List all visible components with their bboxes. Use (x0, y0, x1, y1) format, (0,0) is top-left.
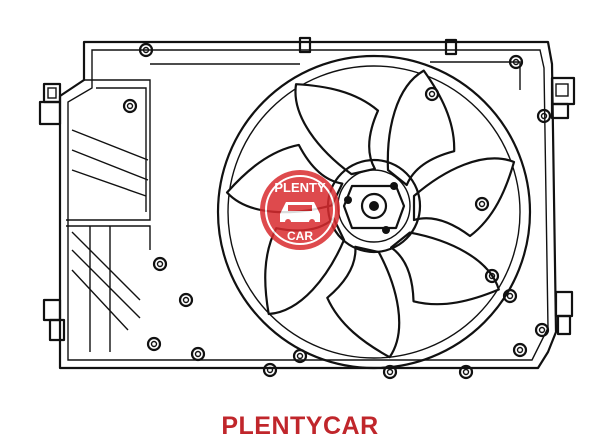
fan-blade (386, 69, 456, 187)
fan-blade (294, 83, 380, 176)
left-mounting-lug (38, 82, 66, 342)
bolt-boss (458, 364, 474, 380)
fan-blades (225, 69, 516, 359)
bolt-boss (474, 196, 490, 212)
bolt-boss (146, 336, 162, 352)
watermark-stamp: PLENTY CAR (260, 170, 340, 250)
fan-ring (216, 36, 532, 370)
bolt-boss (512, 342, 528, 358)
bolt-boss (262, 362, 278, 378)
car-icon (280, 202, 320, 225)
motor-hub (326, 158, 422, 254)
bolt-boss (152, 256, 168, 272)
fan-blade (412, 157, 516, 238)
bolt-boss (190, 346, 206, 362)
bolt-boss (534, 322, 550, 338)
bolt-bosses (122, 42, 552, 380)
shroud-frame (58, 40, 558, 370)
bolt-boss (502, 288, 518, 304)
watermark-text-bottom: CAR (287, 229, 313, 243)
bolt-boss (178, 292, 194, 308)
bolt-boss (292, 348, 308, 364)
bolt-boss (484, 268, 500, 284)
left-side-ribs (66, 129, 151, 352)
bolt-boss (424, 86, 440, 102)
fan-blade (390, 231, 500, 306)
fan-blade (326, 245, 401, 359)
brand-caption: PLENTYCAR (221, 412, 379, 440)
bolt-boss (382, 364, 398, 380)
bolt-boss (508, 54, 524, 70)
watermark-text-top: PLENTY (274, 180, 326, 195)
right-mounting-lug (550, 76, 576, 336)
bolt-boss (138, 42, 154, 58)
bolt-boss (122, 98, 138, 114)
bolt-boss (536, 108, 552, 124)
